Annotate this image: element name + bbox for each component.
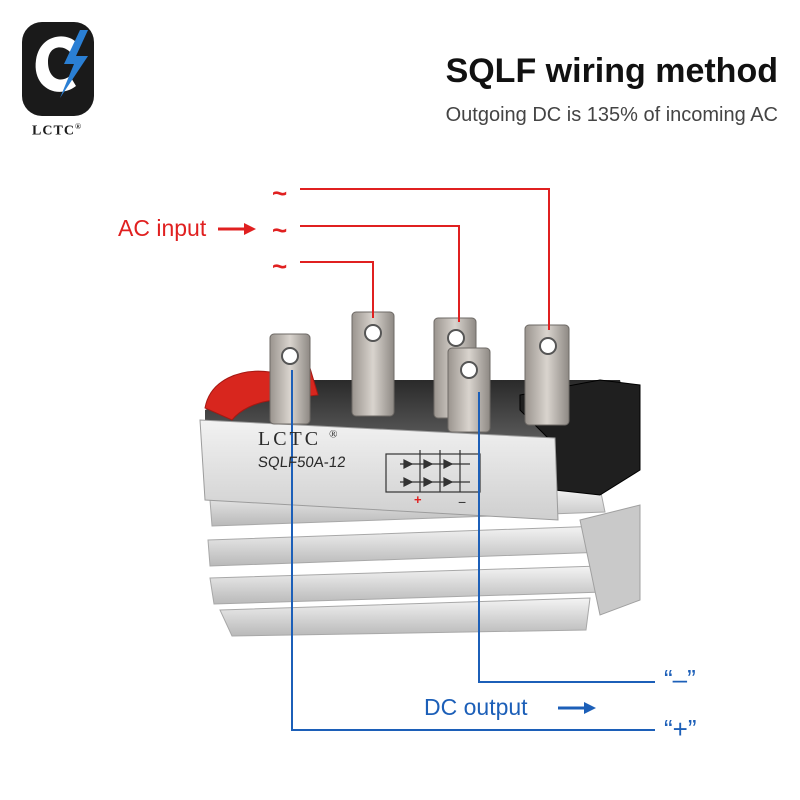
- device-brand: LCTC: [258, 428, 322, 450]
- logo-brand: LCTC: [32, 123, 75, 139]
- dc-wiring: [291, 370, 655, 731]
- page-title: SQLF wiring method: [445, 52, 778, 90]
- heatsink: [207, 487, 641, 637]
- lctc-logo-mark: [22, 22, 94, 116]
- ac-input-label: AC input: [118, 215, 207, 241]
- front-face: [199, 419, 559, 521]
- dc-minus-label: “–”: [664, 664, 696, 694]
- logo: LCTC®: [14, 18, 100, 139]
- ac-wiring: [218, 188, 550, 330]
- device-plus-mark: +: [414, 492, 422, 507]
- page-subtitle: Outgoing DC is 135% of incoming AC: [445, 104, 778, 126]
- ac-tilde-2: ~: [272, 215, 288, 245]
- dc-plus-label: “+”: [664, 714, 697, 744]
- logo-brand-text: LCTC®: [14, 122, 100, 140]
- device-reg-mark: ®: [329, 428, 338, 441]
- ac-tilde-1: ~: [272, 178, 288, 208]
- device-brand-print: LCTC ®: [258, 428, 337, 451]
- device-minus-mark: −: [458, 494, 467, 510]
- ac-tilde-3: ~: [272, 251, 288, 281]
- logo-reg-mark: ®: [74, 122, 82, 131]
- device-model-print: SQLF50A-12: [257, 454, 347, 471]
- dc-output-label: DC output: [424, 694, 528, 720]
